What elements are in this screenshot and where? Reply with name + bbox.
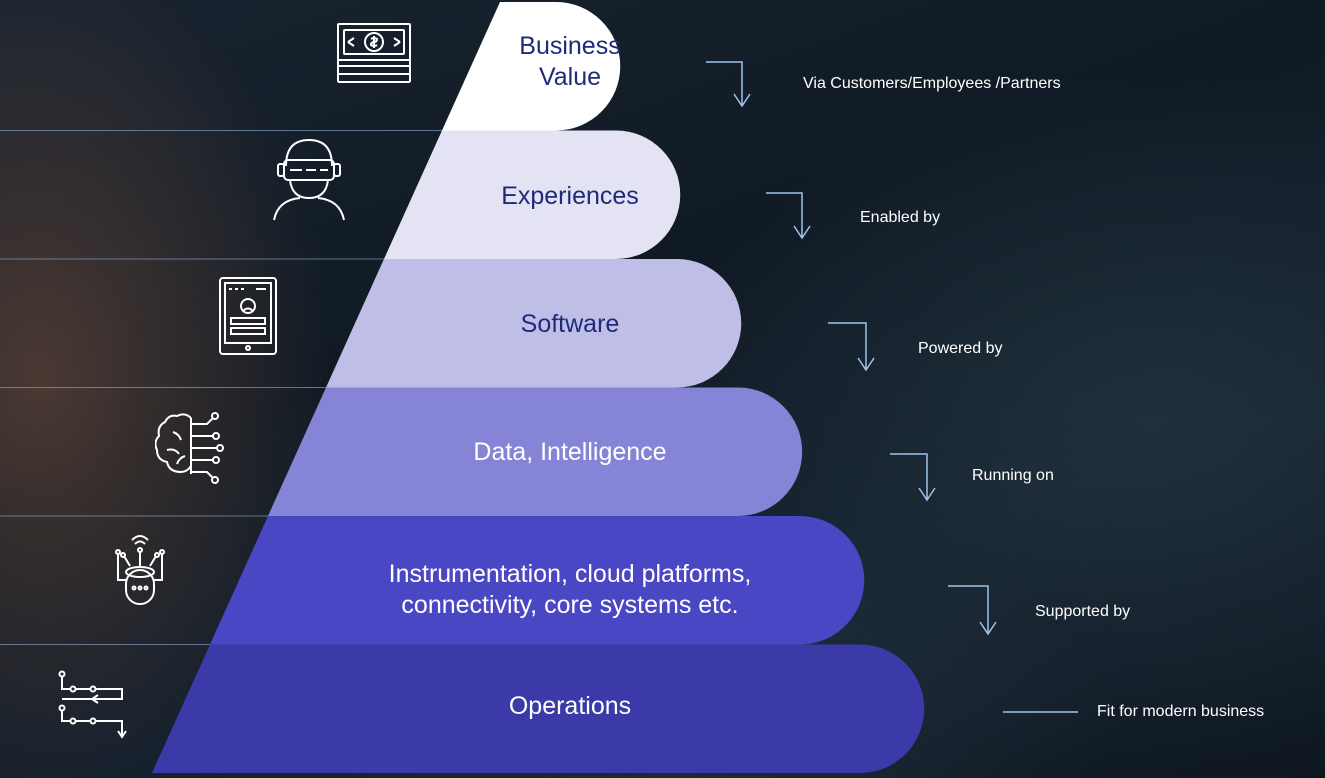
connector-arrow-2 <box>828 322 875 372</box>
tier-label-software: Software <box>470 306 670 342</box>
iot-device-icon <box>115 535 165 605</box>
tier-shape-business-value <box>442 2 621 131</box>
tier-label-line: Data, Intelligence <box>473 437 667 466</box>
connector-powered-by: Powered by <box>918 340 1003 357</box>
tier-label-instrumentation: Instrumentation, cloud platforms, connec… <box>330 552 810 628</box>
connector-running-on: Running on <box>972 467 1054 484</box>
connector-arrow-4 <box>948 585 997 636</box>
tier-label-data-intelligence: Data, Intelligence <box>420 434 720 470</box>
connector-fit-for-modern-business: Fit for modern business <box>1097 703 1265 720</box>
tier-label-line: connectivity, core systems etc. <box>401 591 739 619</box>
tier-label-experiences: Experiences <box>460 178 680 214</box>
connector-arrow-3 <box>890 453 936 502</box>
tier-shape-data-intelligence <box>268 387 803 516</box>
tier-shape-experiences <box>384 130 681 259</box>
ai-brain-icon <box>155 412 224 484</box>
tier-label-line: Instrumentation, cloud platforms, <box>388 560 752 588</box>
tier-label-line: Experiences <box>501 181 639 210</box>
tier-shape-software <box>326 259 742 388</box>
process-flow-icon <box>58 670 127 739</box>
tier-label-line: Value <box>538 63 602 91</box>
tablet-app-icon <box>219 277 277 355</box>
connector-arrow-0 <box>706 61 751 108</box>
vr-headset-icon <box>273 138 345 221</box>
connector-supported-by: Supported by <box>1035 603 1131 620</box>
connector-via-customers: Via Customers/Employees /Partners <box>803 75 1061 92</box>
tier-label-line: Business <box>519 32 621 60</box>
tier-label-operations: Operations <box>470 688 670 724</box>
connector-enabled-by: Enabled by <box>860 209 941 226</box>
tier-shape-operations <box>152 644 925 773</box>
tier-label-line: Software <box>520 309 620 338</box>
tier-label-business-value: Business Value <box>470 22 670 102</box>
tier-label-line: Operations <box>508 691 632 720</box>
tier-shape-instrumentation-cloud-platforms-connectivity-core-systems-etc <box>210 516 865 645</box>
connector-arrow-1 <box>766 192 811 240</box>
money-icon <box>337 23 411 83</box>
